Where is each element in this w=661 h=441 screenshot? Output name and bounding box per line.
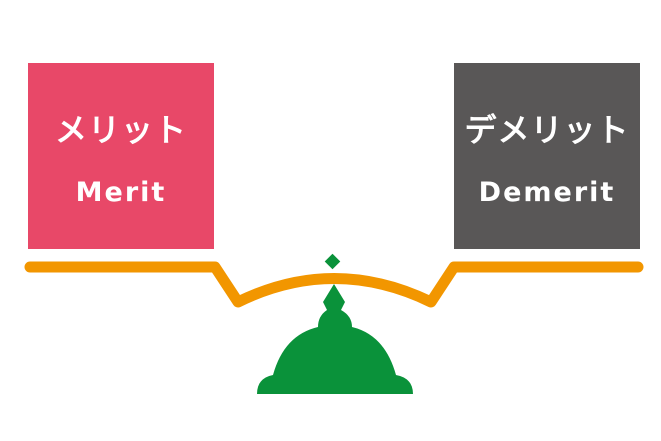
demerit-box: デメリット Demerit	[454, 63, 640, 249]
demerit-label-en: Demerit	[478, 176, 616, 208]
demerit-label-jp: デメリット	[464, 110, 630, 149]
scale-base	[257, 284, 413, 394]
merit-label-jp: メリット	[54, 110, 187, 149]
pivot-diamond	[324, 253, 341, 270]
scale-beam	[24, 261, 644, 308]
merit-label-en: Merit	[75, 176, 167, 208]
merit-box: メリット Merit	[28, 63, 214, 249]
